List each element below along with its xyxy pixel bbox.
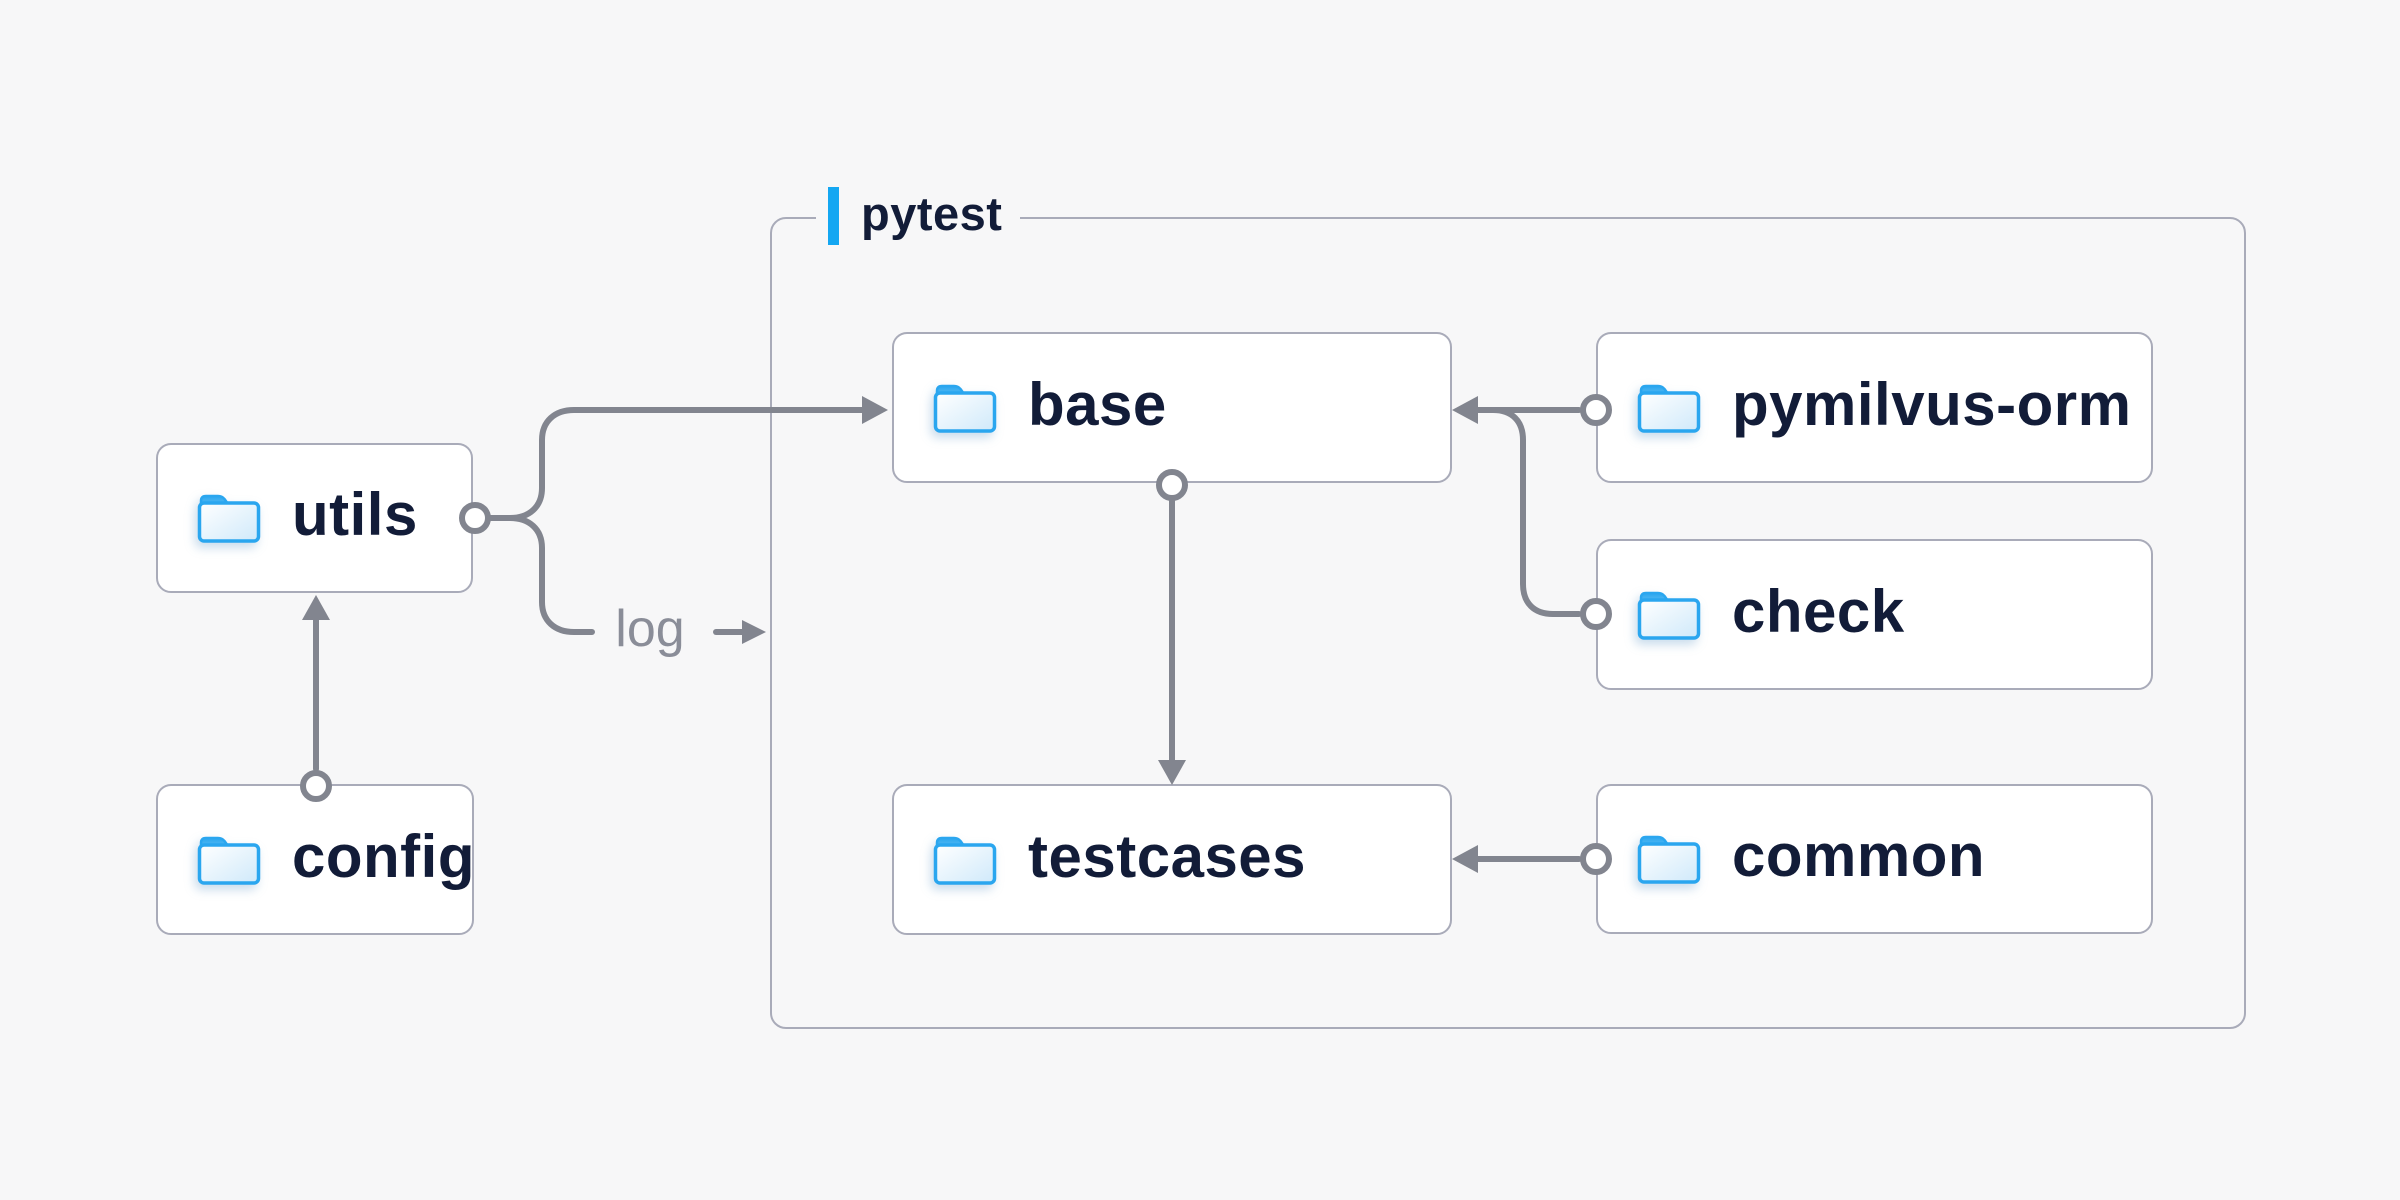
node-check: check [1596,539,2153,690]
folder-icon [197,836,261,885]
node-pymilvus-orm: pymilvus-orm [1596,332,2153,483]
accent-bar [828,187,839,245]
pytest-group-box [770,217,2246,1029]
pytest-group-label: pytest [816,186,1021,245]
node-config: config [156,784,474,935]
folder-icon [1637,384,1701,433]
group-title: pytest [861,186,1003,240]
folder-icon [933,384,997,433]
node-label: base [1028,370,1167,438]
node-label: testcases [1028,822,1307,890]
arrowhead [742,620,766,644]
folder-icon [1637,835,1701,884]
edge-label-log: log [615,600,685,658]
node-label: pymilvus-orm [1732,370,2132,438]
node-label: utils [292,481,418,548]
node-utils: utils [156,443,473,593]
arrowhead [302,595,330,620]
node-common: common [1596,784,2153,934]
folder-icon [197,494,261,543]
folder-icon [933,836,997,885]
node-label: config [292,822,475,890]
edge-line [488,515,595,635]
node-label: common [1732,822,1986,889]
node-testcases: testcases [892,784,1452,935]
edge-config-to-utils [300,595,332,802]
node-base: base [892,332,1452,483]
folder-icon [1637,591,1701,640]
node-label: check [1732,577,1905,645]
